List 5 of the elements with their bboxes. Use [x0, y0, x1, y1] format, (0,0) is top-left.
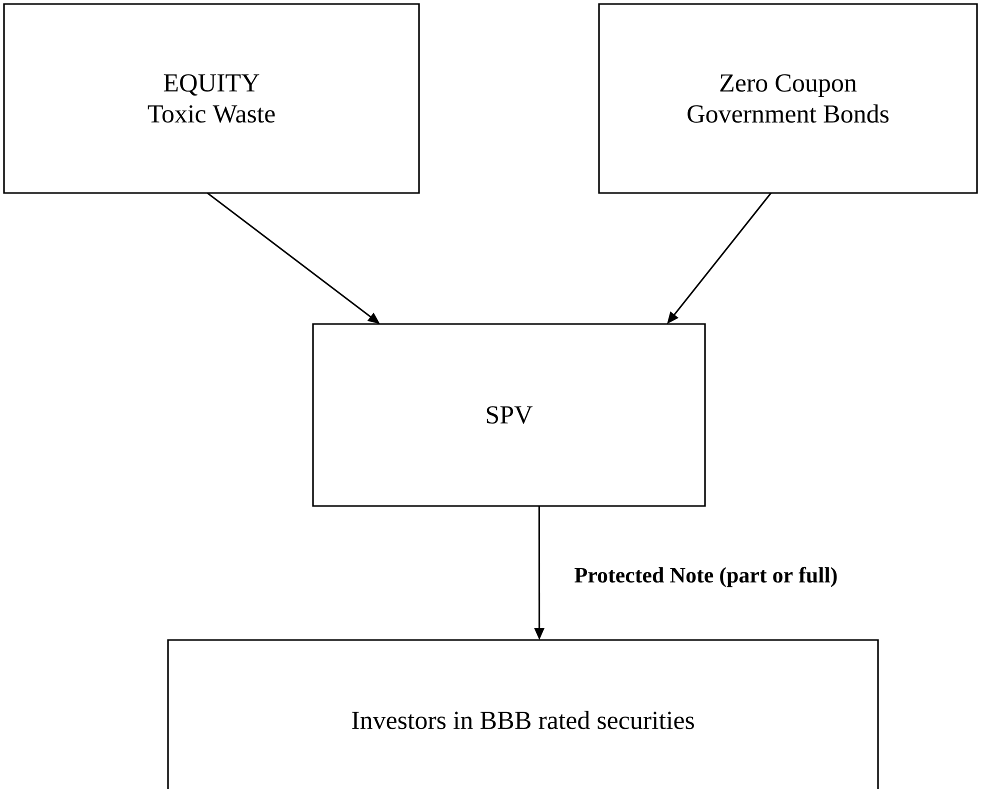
process-box: EQUITY Toxic Waste	[3, 3, 420, 194]
process-box: Zero Coupon Government Bonds	[598, 3, 978, 194]
edge-label: Protected Note (part or full)	[573, 566, 839, 588]
process-box: SPV	[312, 323, 706, 507]
process-box: Investors in BBB rated securities	[167, 639, 879, 789]
